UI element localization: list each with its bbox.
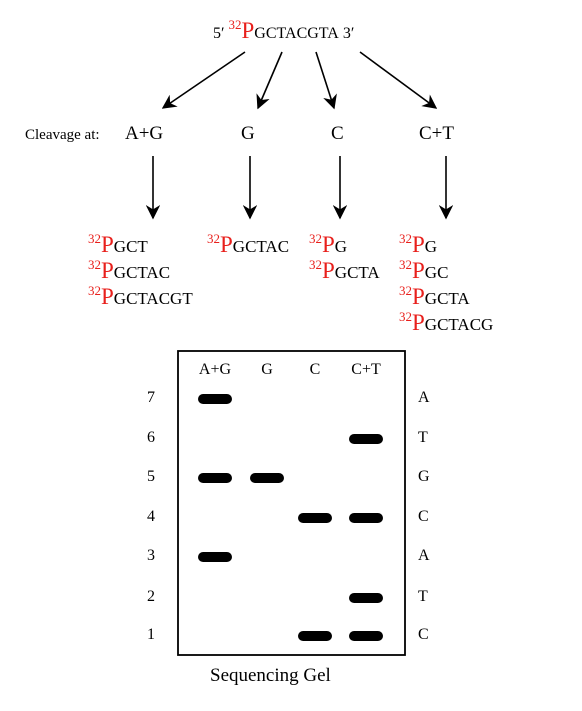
isotope-superscript: 32 [399, 309, 412, 324]
phosphorus-label: P [412, 284, 425, 309]
gel-base-call: C [418, 626, 429, 643]
isotope-superscript: 32 [399, 231, 412, 246]
phosphorus-label: P [322, 258, 335, 283]
isotope-superscript: 32 [399, 283, 412, 298]
gel-lane-label-3: C+T [351, 361, 381, 378]
gel-band [198, 394, 232, 404]
fragment-sequence: GCTACGT [113, 289, 193, 308]
arrow-to-c [315, 51, 337, 110]
phosphorus-label: P [241, 18, 255, 43]
cleavage-prefix: Cleavage at: [25, 127, 100, 143]
gel-band [349, 434, 383, 444]
five-prime-label: 5′ [213, 25, 225, 42]
gel-bands [198, 394, 383, 641]
gel-base-call: C [418, 508, 429, 525]
arrow-to-ct [359, 51, 438, 109]
phosphorus-label: P [101, 258, 114, 283]
gel-caption: Sequencing Gel [210, 665, 331, 686]
isotope-superscript: 32 [309, 257, 322, 272]
fragment-sequence: GC [424, 263, 449, 282]
fragment-sequence: GCTA [334, 263, 380, 282]
reaction-ag: A+G [125, 123, 164, 144]
arrow-to-g [256, 51, 283, 110]
phosphorus-label: P [412, 310, 425, 335]
gel-row-number: 1 [147, 626, 155, 643]
gel-row-number: 3 [147, 547, 155, 564]
gel-band [349, 631, 383, 641]
phosphorus-label: P [412, 258, 425, 283]
fragment-sequence: G [334, 237, 348, 256]
isotope-superscript: 32 [399, 257, 412, 272]
gel-band [298, 513, 332, 523]
gel-band [250, 473, 284, 483]
dna-sequence: GCTACGTA [254, 25, 339, 42]
gel-row-number: 6 [147, 429, 155, 446]
phosphorus-label: P [412, 232, 425, 257]
gel-row-number: 7 [147, 389, 155, 406]
gel-base-call: A [418, 547, 430, 564]
isotope-superscript: 32 [88, 257, 101, 272]
isotope-superscript: 32 [207, 231, 220, 246]
fragment-sequence: GCT [113, 237, 148, 256]
fragment-ag-1: 32PGCTAC [88, 258, 170, 282]
gel-base-call: G [418, 468, 430, 485]
phosphorus-label: P [220, 232, 233, 257]
fragment-sequence: GCTAC [232, 237, 290, 256]
fragment-sequence: GCTA [424, 289, 470, 308]
isotope-superscript: 32 [88, 231, 101, 246]
reaction-g: G [241, 123, 255, 144]
fragment-ct-3: 32PGCTACG [399, 310, 493, 334]
isotope-superscript: 32 [309, 231, 322, 246]
gel-band [198, 473, 232, 483]
gel-base-call: T [418, 429, 428, 446]
fragment-ct-0: 32PG [399, 232, 437, 256]
gel-band [349, 593, 383, 603]
fragment-ct-2: 32PGCTA [399, 284, 470, 308]
reaction-c: C [331, 123, 344, 144]
gel-lane-label-2: C [309, 361, 321, 378]
phosphorus-label: P [322, 232, 335, 257]
gel-base-call: T [418, 588, 428, 605]
reaction-ct: C+T [419, 123, 454, 144]
arrow-to-ag [161, 51, 246, 109]
gel-row-number: 2 [147, 588, 155, 605]
fragment-ag-0: 32PGCT [88, 232, 148, 256]
gel-band [349, 513, 383, 523]
phosphorus-label: P [101, 232, 114, 257]
fragment-g-0: 32PGCTAC [207, 232, 289, 256]
fragment-sequence: GCTACG [424, 315, 494, 334]
isotope-superscript: 32 [228, 17, 242, 32]
isotope-superscript: 32 [88, 283, 101, 298]
gel-band [298, 631, 332, 641]
fragment-ct-1: 32PGC [399, 258, 448, 282]
gel-row-number: 5 [147, 468, 155, 485]
fragment-sequence: GCTAC [113, 263, 171, 282]
fragment-ag-2: 32PGCTACGT [88, 284, 193, 308]
three-prime-label: 3′ [342, 25, 355, 42]
gel-band [198, 552, 232, 562]
gel-lane-label-0: A+G [198, 361, 232, 378]
gel-frame [177, 350, 406, 656]
top-sequence: 5′ 32PGCTACGTA 3′ [213, 18, 354, 42]
gel-row-number: 4 [147, 508, 155, 525]
fragment-c-0: 32PG [309, 232, 347, 256]
gel-base-call: A [418, 389, 430, 406]
fragment-sequence: G [424, 237, 438, 256]
fragment-c-1: 32PGCTA [309, 258, 380, 282]
gel-lane-label-1: G [261, 361, 273, 378]
phosphorus-label: P [101, 284, 114, 309]
